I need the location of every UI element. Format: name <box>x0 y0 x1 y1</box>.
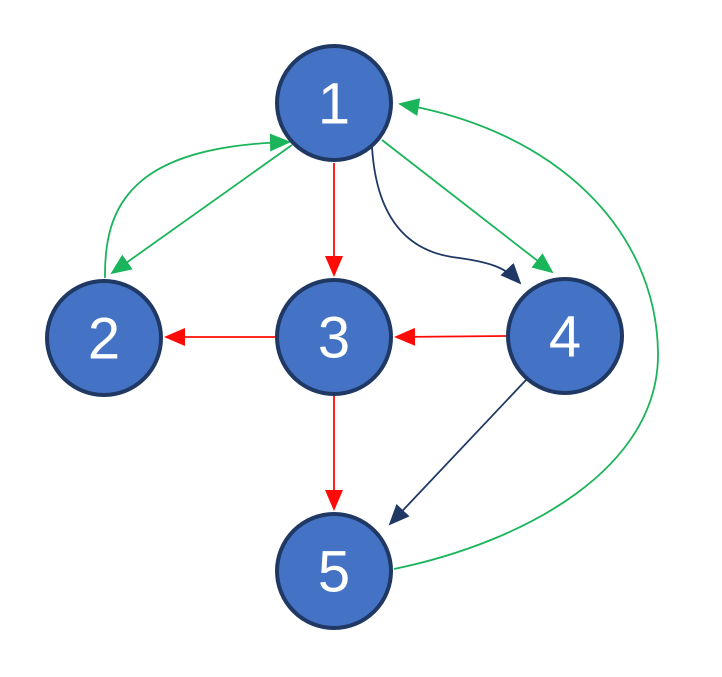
node-4[interactable]: 4 <box>506 277 624 395</box>
node-3-circle[interactable] <box>275 278 393 396</box>
node-3[interactable]: 3 <box>275 278 393 396</box>
edge-1-to-4 <box>381 139 554 274</box>
node-4-circle[interactable] <box>506 277 624 395</box>
edge-layer <box>104 98 659 570</box>
edge-4-to-3 <box>394 327 507 346</box>
edge-5-to-1 <box>393 98 659 570</box>
edge-1-to-4-curved <box>371 146 522 285</box>
node-5[interactable]: 5 <box>275 512 393 630</box>
edge-1-to-2 <box>110 144 293 275</box>
node-1[interactable]: 1 <box>275 44 393 162</box>
node-2[interactable]: 2 <box>45 279 163 397</box>
edge-2-to-1 <box>104 133 291 279</box>
node-1-circle[interactable] <box>275 44 393 162</box>
edge-4-to-5 <box>388 379 527 526</box>
node-5-circle[interactable] <box>275 512 393 630</box>
node-2-circle[interactable] <box>45 279 163 397</box>
